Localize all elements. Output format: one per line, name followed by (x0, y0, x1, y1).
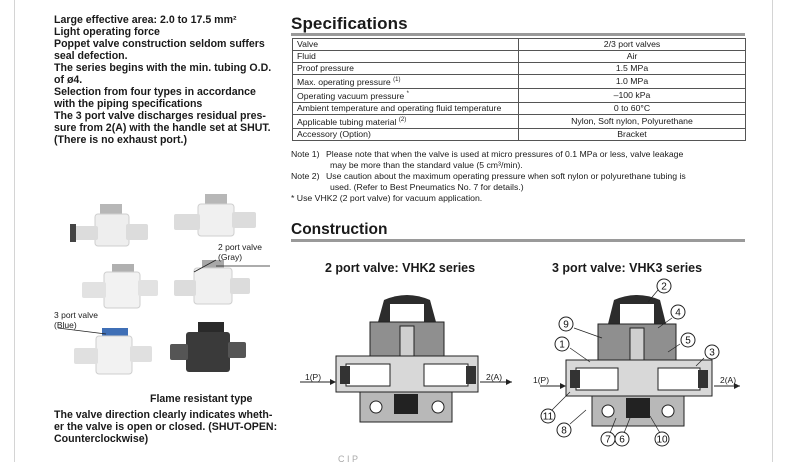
part-number-9: 9 (563, 320, 569, 331)
vhk3-outlet-port-label: 2(A) (720, 375, 737, 385)
spec-value: Air (518, 50, 746, 63)
feature-line: seal defection. (54, 50, 128, 62)
part-number-8: 8 (561, 426, 567, 437)
feature-line: The series begins with the min. tubing O… (54, 62, 272, 74)
vhk3-inlet-port-label: 1(P) (533, 375, 550, 385)
heading-rule (291, 239, 745, 242)
part-number-2: 2 (661, 282, 667, 293)
spec-value: Bracket (518, 127, 746, 141)
spec-label: Operating vacuum pressure * (292, 87, 519, 103)
spec-label: Proof pressure (292, 62, 519, 75)
valve-photo-gray-1 (70, 204, 148, 247)
table-row: Operating vacuum pressure * –100 kPa (292, 87, 746, 103)
feature-line: Poppet valve construction seldom suffers (54, 38, 265, 50)
note-1: Note 1) Please note that when the valve … (291, 149, 684, 170)
spec-label: Max. operating pressure (1) (292, 74, 519, 89)
feature-line: Light operating force (54, 26, 160, 38)
feature-line: (There is no exhaust port.) (54, 134, 188, 146)
feature-line: The 3 port valve discharges residual pre… (54, 110, 266, 122)
part-number-10: 10 (656, 435, 668, 446)
flame-resistant-caption: Flame resistant type (150, 393, 253, 405)
spec-value: 1.5 MPa (518, 62, 746, 75)
specification-notes: Note 1) Please note that when the valve … (291, 149, 751, 204)
part-number-7: 7 (605, 435, 611, 446)
note-2: Note 2) Use caution about the maximum op… (291, 171, 686, 192)
specifications-heading: Specifications (291, 14, 408, 33)
table-row: Max. operating pressure (1) 1.0 MPa (292, 74, 746, 89)
table-row: Proof pressure 1.5 MPa (292, 62, 746, 75)
spec-value: –100 kPa (518, 87, 746, 103)
page-frame-left (14, 0, 15, 462)
feature-line: of ø4. (54, 74, 83, 86)
vhk2-cross-section-diagram (300, 295, 512, 423)
page-frame-right (772, 0, 773, 462)
table-row: Accessory (Option) Bracket (292, 127, 746, 141)
spec-label: Accessory (Option) (292, 127, 519, 141)
valve-photo-gray-4 (174, 260, 250, 305)
table-row: Valve 2/3 port valves (292, 38, 746, 51)
part-number-1: 1 (559, 340, 565, 351)
two-port-valve-callout: 2 port valve (Gray) (218, 242, 262, 262)
feature-line: Selection from four types in accordance (54, 86, 256, 98)
part-number-5: 5 (685, 336, 691, 347)
construction-heading: Construction (291, 221, 388, 238)
spec-value: 1.0 MPa (518, 74, 746, 89)
spec-label: Valve (292, 38, 519, 51)
heading-rule (291, 33, 745, 36)
feature-list: Large effective area: 2.0 to 17.5 mm² Li… (54, 14, 286, 146)
part-number-11: 11 (543, 412, 554, 423)
spec-label: Applicable tubing material (2) (292, 113, 519, 129)
table-row: Fluid Air (292, 50, 746, 63)
spec-value: Nylon, Soft nylon, Polyurethane (518, 113, 746, 129)
table-row: Applicable tubing material (2) Nylon, So… (292, 113, 746, 129)
feature-line: with the piping specifications (54, 98, 203, 110)
spec-value: 2/3 port valves (518, 38, 746, 51)
valve-photo-blue (74, 328, 152, 375)
table-row: Ambient temperature and operating fluid … (292, 101, 746, 115)
vhk3-cross-section-diagram: 2 4 5 3 9 1 11 8 7 6 10 (540, 278, 740, 447)
spec-label: Fluid (292, 50, 519, 63)
product-photos (57, 194, 270, 375)
spec-label: Ambient temperature and operating fluid … (292, 101, 519, 115)
vhk3-diagram-title: 3 port valve: VHK3 series (552, 261, 703, 275)
vhk2-inlet-port-label: 1(P) (305, 372, 322, 382)
part-number-4: 4 (675, 308, 681, 319)
part-number-6: 6 (619, 435, 625, 446)
vhk2-outlet-port-label: 2(A) (486, 372, 503, 382)
vhk2-diagram-title: 2 port valve: VHK2 series (325, 261, 476, 275)
star-note: * Use VHK2 (2 port valve) for vacuum app… (291, 193, 483, 203)
valve-photo-gray-2 (174, 194, 256, 237)
valve-direction-text: The valve direction clearly indicates wh… (54, 409, 278, 445)
valve-photo-flame-resistant (170, 322, 246, 372)
cut-off-next-heading: C I P (338, 454, 359, 464)
feature-line: Large effective area: 2.0 to 17.5 mm² (54, 14, 237, 26)
part-number-3: 3 (709, 348, 715, 359)
three-port-valve-callout: 3 port valve (Blue) (54, 310, 98, 330)
spec-value: 0 to 60°C (518, 101, 746, 115)
valve-photo-gray-3 (82, 264, 158, 309)
feature-line: sure from 2(A) with the handle set at SH… (54, 122, 271, 134)
specifications-table: Valve 2/3 port valves Fluid Air Proof pr… (292, 38, 746, 141)
